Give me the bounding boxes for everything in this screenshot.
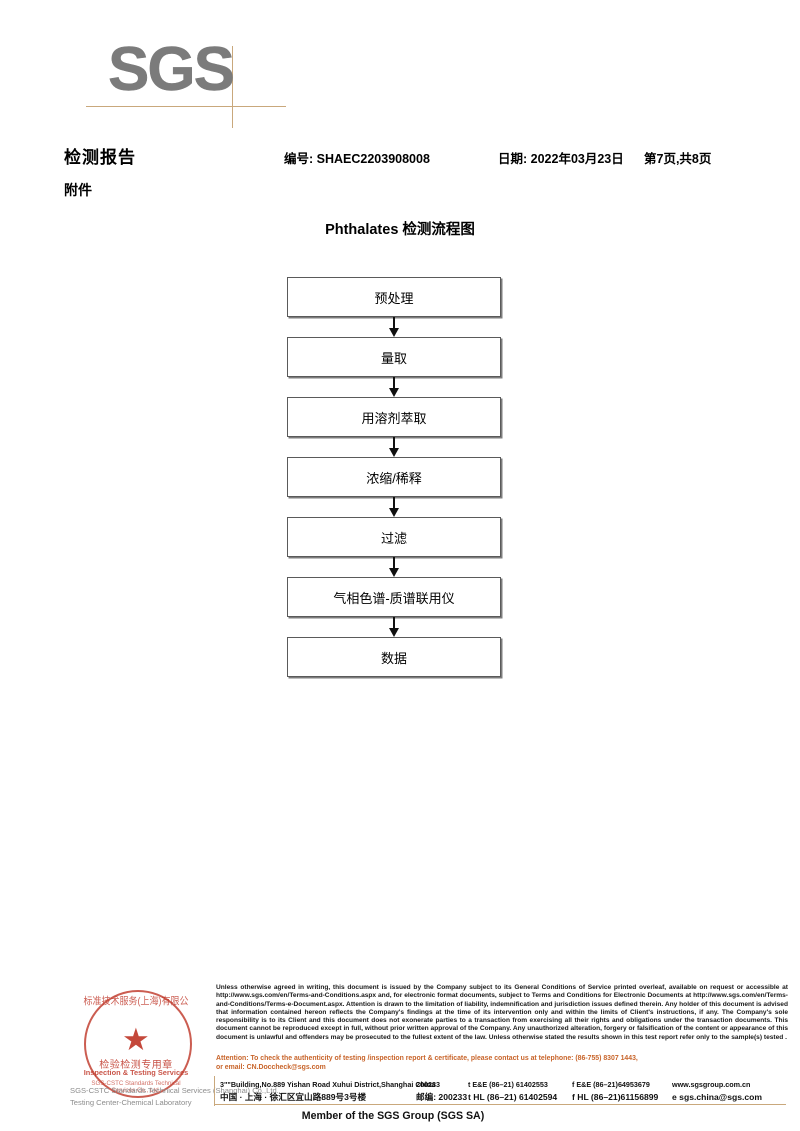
telephone-hl: t HL (86–21) 61402594 (468, 1092, 558, 1102)
flow-box-label: 用溶剂萃取 (287, 397, 501, 437)
flow-step-4: 浓缩/稀释 (287, 457, 503, 497)
flow-arrow-1 (287, 317, 501, 337)
flow-step-2: 量取 (287, 337, 503, 377)
flow-box-label: 预处理 (287, 277, 501, 317)
stamp-arc-top-text: 标准技术服务(上海)有限公 (83, 995, 189, 1007)
flow-arrow-2 (287, 377, 501, 397)
footer-horizontal-rule (214, 1104, 786, 1106)
sgs-logo-text: SGS (108, 35, 235, 104)
arrow-head-icon (389, 568, 399, 577)
postcode-cn: 邮编: 200233 (416, 1092, 468, 1102)
address-cn: 中国 · 上海 · 徐汇区宜山路889号3号楼 (220, 1092, 367, 1102)
arrow-head-icon (389, 388, 399, 397)
telephone-ee: t E&E (86–21) 61402553 (468, 1080, 548, 1089)
stamp-arc-bottom-text: SGS-CSTC Standards Technical Services Co… (91, 1080, 181, 1094)
fax-ee: f E&E (86–21)64953679 (572, 1080, 650, 1089)
flowchart: 预处理 量取 用溶剂萃取 浓缩/稀释 过滤 气相色谱-质谱联用仪 数据 (287, 277, 503, 677)
website: www.sgsgroup.com.cn (672, 1080, 751, 1089)
arrow-head-icon (389, 448, 399, 457)
arrow-head-icon (389, 628, 399, 637)
arrow-shaft (393, 317, 395, 330)
footer-vertical-rule (214, 1076, 216, 1106)
address-block: 3""Building,No.889 Yishan Road Xuhui Dis… (220, 1079, 786, 1103)
legal-disclaimer: Unless otherwise agreed in writing, this… (216, 984, 788, 1041)
flow-arrow-4 (287, 497, 501, 517)
flowchart-title: Phthalates 检测流程图 (325, 222, 475, 238)
address-row-en: 3""Building,No.889 Yishan Road Xuhui Dis… (220, 1079, 786, 1091)
flow-box-label: 过滤 (287, 517, 501, 557)
flow-arrow-6 (287, 617, 501, 637)
flow-step-3: 用溶剂萃取 (287, 397, 503, 437)
report-date: 日期: 2022年03月23日 (498, 152, 624, 166)
page-subtitle: 附件 (64, 182, 92, 198)
arrow-shaft (393, 497, 395, 510)
arrow-head-icon (389, 328, 399, 337)
stamp-ring (84, 990, 192, 1098)
flow-step-6: 气相色谱-质谱联用仪 (287, 577, 503, 617)
flow-box-label: 数据 (287, 637, 501, 677)
arrow-shaft (393, 557, 395, 570)
arrow-head-icon (389, 508, 399, 517)
arrow-shaft (393, 437, 395, 450)
logo-vertical-rule (232, 46, 233, 128)
fax-hl: f HL (86–21)61156899 (572, 1092, 659, 1102)
flow-arrow-3 (287, 437, 501, 457)
logo-horizontal-rule (86, 106, 286, 107)
stamp-en-label: Inspection & Testing Services (83, 1068, 189, 1077)
company-name-line2: Testing Center-Chemical Laboratory (70, 1098, 192, 1107)
official-stamp: 标准技术服务(上海)有限公 ★ 检验检测专用章 Inspection & Tes… (70, 988, 279, 1107)
postcode-en: 200233 (416, 1080, 440, 1089)
sgs-logo: SGS (86, 35, 288, 128)
address-en: 3""Building,No.889 Yishan Road Xuhui Dis… (220, 1080, 436, 1089)
address-row-cn: 中国 · 上海 · 徐汇区宜山路889号3号楼 邮编: 200233 t HL … (220, 1091, 786, 1103)
report-number: 编号: SHAEC2203908008 (284, 152, 430, 166)
flow-box-label: 浓缩/稀释 (287, 457, 501, 497)
flow-step-7: 数据 (287, 637, 503, 677)
email: e sgs.china@sgs.com (672, 1092, 763, 1102)
flow-step-1: 预处理 (287, 277, 503, 317)
arrow-shaft (393, 617, 395, 630)
member-line: Member of the SGS Group (SGS SA) (301, 1110, 485, 1122)
flow-box-label: 气相色谱-质谱联用仪 (287, 577, 501, 617)
arrow-shaft (393, 377, 395, 390)
attention-line-2: or email: CN.Doccheck@sgs.com (216, 1063, 326, 1071)
page-title: 检测报告 (64, 148, 136, 167)
flow-step-5: 过滤 (287, 517, 503, 557)
stamp-cn-label: 检验检测专用章 (99, 1060, 173, 1071)
page-indicator: 第7页,共8页 (644, 152, 712, 166)
star-icon: ★ (122, 1022, 150, 1057)
flow-box-label: 量取 (287, 337, 501, 377)
flow-arrow-5 (287, 557, 501, 577)
attention-notice: Attention: To check the authenticity of … (216, 1055, 788, 1072)
company-name-line1: SGS-CSTC Standards Technical Services (S… (70, 1086, 279, 1095)
attention-line-1: Attention: To check the authenticity of … (216, 1055, 638, 1062)
